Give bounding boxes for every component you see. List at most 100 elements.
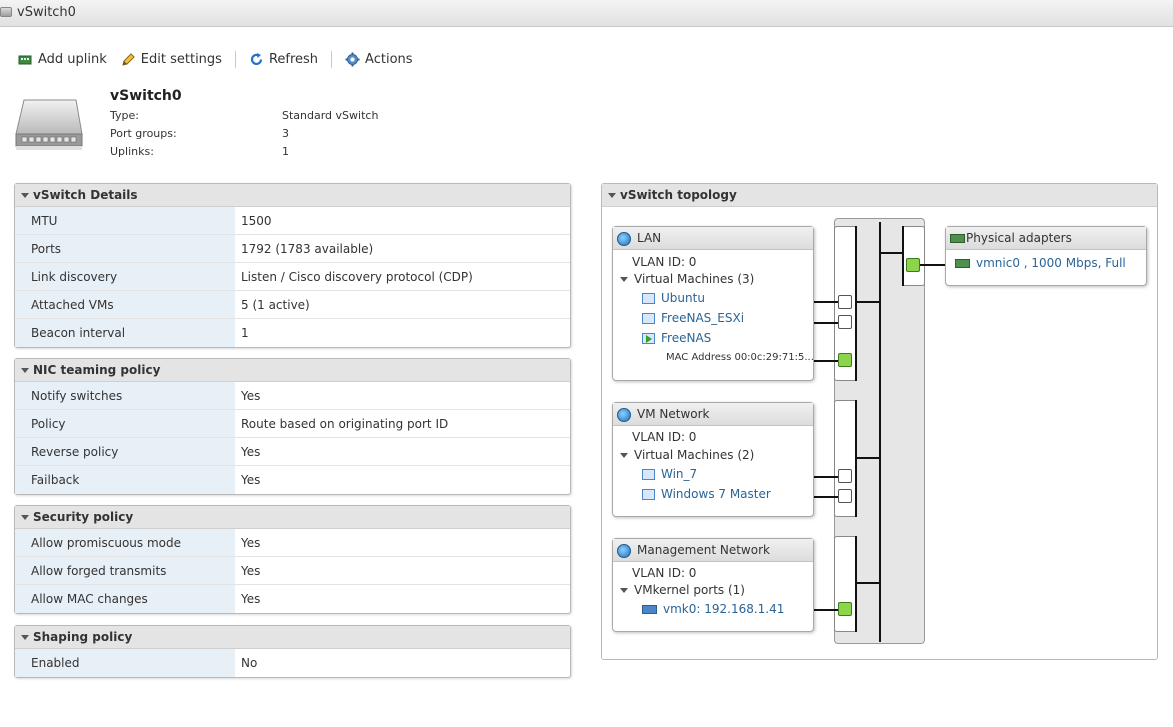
vm-port-active[interactable] <box>838 353 852 367</box>
toolbar-divider <box>331 50 333 68</box>
summary-value: 1 <box>282 145 289 158</box>
row-label: Ports <box>15 235 235 262</box>
nic-icon <box>950 234 965 243</box>
vm-name: FreeNAS <box>661 331 712 345</box>
portgroup-name: LAN <box>637 231 662 245</box>
vm-name: Windows 7 Master <box>661 487 771 501</box>
vlan-id: VLAN ID: 0 <box>632 430 697 444</box>
summary-value: Standard vSwitch <box>282 109 379 122</box>
collapse-triangle-icon <box>21 515 29 520</box>
vmnic-link[interactable]: vmnic0 , 1000 Mbps, Full <box>955 256 1126 270</box>
port-connector <box>814 496 838 498</box>
portgroup-name: Management Network <box>637 543 770 557</box>
portgroup-management-network[interactable]: Management Network VLAN ID: 0 VMkernel p… <box>612 538 814 632</box>
vm-link[interactable]: Win_7 <box>642 467 697 481</box>
vm-group-toggle[interactable]: Virtual Machines (3) <box>620 272 754 286</box>
vmk-link[interactable]: vmk0: 192.168.1.41 <box>642 602 784 616</box>
row-label: Allow forged transmits <box>15 557 235 584</box>
port-connector <box>814 609 838 611</box>
panel-title: Shaping policy <box>33 630 133 644</box>
bus-connector <box>857 457 880 459</box>
vm-link[interactable]: Ubuntu <box>642 291 705 305</box>
add-uplink-icon <box>18 55 32 64</box>
row-label: Beacon interval <box>15 319 235 347</box>
bus-connector <box>857 582 880 584</box>
nic-teaming-header[interactable]: NIC teaming policy <box>15 359 570 382</box>
row-value: 5 (1 active) <box>241 298 310 312</box>
vmk-port-active[interactable] <box>838 602 852 616</box>
vm-icon <box>642 313 655 324</box>
summary-label: Type: <box>110 109 139 122</box>
vmk-name: vmk0: 192.168.1.41 <box>663 602 785 616</box>
vmk-group-toggle[interactable]: VMkernel ports (1) <box>620 583 745 597</box>
portgroup-vm-network[interactable]: VM Network VLAN ID: 0 Virtual Machines (… <box>612 402 814 517</box>
vm-port[interactable] <box>838 295 852 309</box>
segment-edge <box>855 400 857 517</box>
row-value: Yes <box>241 473 261 487</box>
vm-port[interactable] <box>838 315 852 329</box>
row-value: Listen / Cisco discovery protocol (CDP) <box>241 270 473 284</box>
vm-port[interactable] <box>838 489 852 503</box>
vm-link[interactable]: Windows 7 Master <box>642 487 771 501</box>
portgroup-globe-icon <box>617 408 631 422</box>
summary-label: Uplinks: <box>110 145 154 158</box>
summary-value: 3 <box>282 127 289 140</box>
portgroup-lan[interactable]: LAN VLAN ID: 0 Virtual Machines (3) Ubun… <box>612 226 814 381</box>
expand-triangle-icon <box>620 588 628 593</box>
nic-icon <box>955 259 970 268</box>
vm-icon <box>642 489 655 500</box>
vm-name: FreeNAS_ESXi <box>661 311 745 325</box>
vlan-id: VLAN ID: 0 <box>632 255 697 269</box>
row-value: Yes <box>241 536 261 550</box>
panel-title: Security policy <box>33 510 134 524</box>
collapse-triangle-icon <box>608 193 616 198</box>
security-policy-header[interactable]: Security policy <box>15 506 570 529</box>
vm-icon <box>642 469 655 480</box>
vm-group-label: Virtual Machines (3) <box>634 272 755 286</box>
window-title: vSwitch0 <box>17 5 76 20</box>
vmk-group-label: VMkernel ports (1) <box>634 583 745 597</box>
vswitch-details-header[interactable]: vSwitch Details <box>15 184 570 207</box>
vswitch-icon <box>15 99 83 150</box>
vm-group-toggle[interactable]: Virtual Machines (2) <box>620 448 754 462</box>
edit-settings-button[interactable]: Edit settings <box>121 52 222 67</box>
panel-title: NIC teaming policy <box>33 363 161 377</box>
edit-settings-label: Edit settings <box>140 51 222 67</box>
vm-port[interactable] <box>838 469 852 483</box>
row-value: 1792 (1783 available) <box>241 242 374 256</box>
vm-name: Win_7 <box>661 467 698 481</box>
vswitch-small-icon <box>0 7 12 17</box>
toolbar: Add uplink Edit settings Refresh Actions <box>18 50 413 68</box>
topology-header[interactable]: vSwitch topology <box>602 184 1157 207</box>
shaping-row: Enabled No <box>15 649 570 677</box>
row-value: No <box>241 656 258 670</box>
toolbar-divider <box>234 50 236 68</box>
summary-label: Port groups: <box>110 127 177 140</box>
physical-adapters-box[interactable]: Physical adapters vmnic0 , 1000 Mbps, Fu… <box>945 226 1147 286</box>
vm-name: Ubuntu <box>661 291 705 305</box>
segment-edge <box>855 226 857 381</box>
vm-link[interactable]: FreeNAS_ESXi <box>642 311 744 325</box>
gear-icon <box>345 52 360 66</box>
window-titlebar: vSwitch0 <box>0 0 1173 27</box>
row-value: Yes <box>241 389 261 403</box>
row-label: Enabled <box>15 649 235 677</box>
row-value: Yes <box>241 445 261 459</box>
vm-icon <box>642 293 655 304</box>
vm-link[interactable]: FreeNAS <box>642 331 711 345</box>
add-uplink-button[interactable]: Add uplink <box>18 52 107 67</box>
actions-button[interactable]: Actions <box>345 52 413 67</box>
row-label: Attached VMs <box>15 291 235 318</box>
shaping-policy-header[interactable]: Shaping policy <box>15 626 570 649</box>
row-label: Notify switches <box>15 382 235 409</box>
refresh-button[interactable]: Refresh <box>249 52 318 67</box>
details-row-attached-vms: Attached VMs 5 (1 active) <box>15 291 570 319</box>
details-row-ports: Ports 1792 (1783 available) <box>15 235 570 263</box>
shaping-policy-panel: Shaping policy Enabled No <box>14 625 571 678</box>
uplink-port-active[interactable] <box>906 258 920 272</box>
